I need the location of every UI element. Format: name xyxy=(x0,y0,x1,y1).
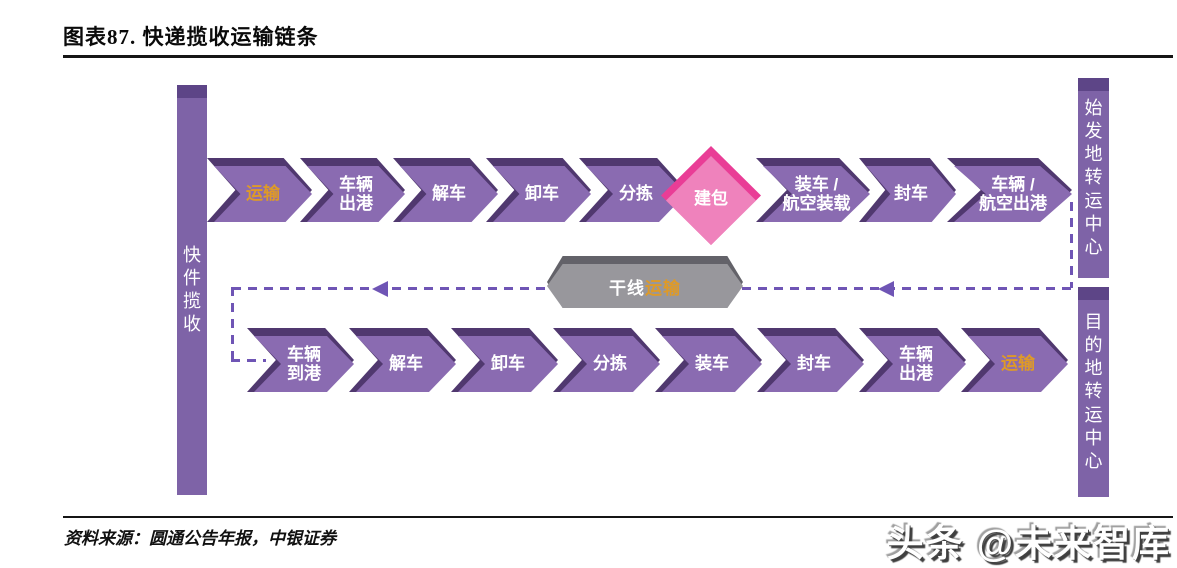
flow-step-label: 车辆 / 航空出港 xyxy=(979,174,1047,213)
flow-arrow-top-seal: 封车 xyxy=(859,158,956,222)
flow-step-label: 分拣 xyxy=(593,354,627,374)
flow-arrow-top-unload: 卸车 xyxy=(486,158,591,222)
pickup-bar: 快件揽收 xyxy=(177,85,207,495)
flow-step-label: 卸车 xyxy=(491,354,525,374)
figure-title: 图表87. 快递揽收运输链条 xyxy=(63,25,319,49)
flow-arrow-bottom-seal: 封车 xyxy=(757,328,864,392)
flow-arrow-top-vehicle-departure: 车辆 出港 xyxy=(300,158,405,222)
hexagon-face-shape xyxy=(547,264,743,308)
dashed-connector-left-vertical xyxy=(231,287,234,361)
flow-arrow-top-loading: 装车 / 航空装载 xyxy=(756,158,870,222)
trunk-transport-label: 干线运输 xyxy=(547,264,743,308)
watermark: 头条 @未来智库 xyxy=(886,523,1171,564)
dest-hub-bar: 目的地转运中心 xyxy=(1078,287,1109,497)
flow-arrow-bottom-sorting: 分拣 xyxy=(553,328,660,392)
trunk-label-main: 干线 xyxy=(609,278,645,298)
flow-arrow-top-unhitch: 解车 xyxy=(393,158,498,222)
dashed-connector-left-horizontal xyxy=(232,287,549,290)
build-package-label: 建包 xyxy=(694,188,728,208)
flow-arrow-top-outbound: 车辆 / 航空出港 xyxy=(947,158,1072,222)
dashed-connector-right-vertical xyxy=(1070,202,1073,288)
left-flow-arrowhead-icon xyxy=(372,281,388,297)
flow-step-label: 车辆 到港 xyxy=(287,344,321,383)
flow-arrow-bottom-unhitch: 解车 xyxy=(349,328,456,392)
origin-hub-bar-label: 始发地转运中心 xyxy=(1084,98,1103,257)
flow-step-label: 封车 xyxy=(797,354,831,374)
flow-step-label: 封车 xyxy=(894,184,928,204)
flow-step-label: 运输 xyxy=(1001,354,1035,374)
flow-step-label: 解车 xyxy=(432,184,466,204)
flow-arrow-bottom-unload: 卸车 xyxy=(451,328,558,392)
flow-arrow-top-transport: 运输 xyxy=(207,158,312,222)
flow-arrow-bottom-loading: 装车 xyxy=(655,328,762,392)
flow-step-label: 卸车 xyxy=(525,184,559,204)
flow-arrow-bottom-vehicle-arrival: 车辆 到港 xyxy=(247,328,354,392)
flow-arrow-bottom-vehicle-departure: 车辆 出港 xyxy=(859,328,966,392)
dest-hub-bar-label: 目的地转运中心 xyxy=(1084,312,1103,471)
build-package-diamond: 建包 xyxy=(661,146,761,245)
dashed-connector-right-horizontal xyxy=(742,287,1073,290)
flow-step-label: 解车 xyxy=(389,354,423,374)
pickup-bar-label: 快件揽收 xyxy=(183,244,201,335)
flow-step-label: 装车 xyxy=(695,354,729,374)
trunk-transport-hexagon: 干线运输 xyxy=(547,256,743,308)
title-divider-line xyxy=(63,55,1173,58)
flow-step-label: 分拣 xyxy=(619,184,653,204)
flow-step-label: 车辆 出港 xyxy=(339,174,373,213)
flow-step-label: 运输 xyxy=(246,184,280,204)
dashed-connector-bottom-stub xyxy=(231,359,266,362)
right-flow-arrowhead-icon xyxy=(878,281,894,297)
trunk-label-accent: 运输 xyxy=(645,278,681,298)
flow-arrow-bottom-transport: 运输 xyxy=(961,328,1068,392)
flow-step-label: 车辆 出港 xyxy=(899,344,933,383)
origin-hub-bar: 始发地转运中心 xyxy=(1078,78,1109,278)
flow-step-label: 装车 / 航空装载 xyxy=(782,174,851,213)
source-note: 资料来源：圆通公告年报，中银证券 xyxy=(64,529,336,548)
source-divider-line xyxy=(63,516,1173,518)
